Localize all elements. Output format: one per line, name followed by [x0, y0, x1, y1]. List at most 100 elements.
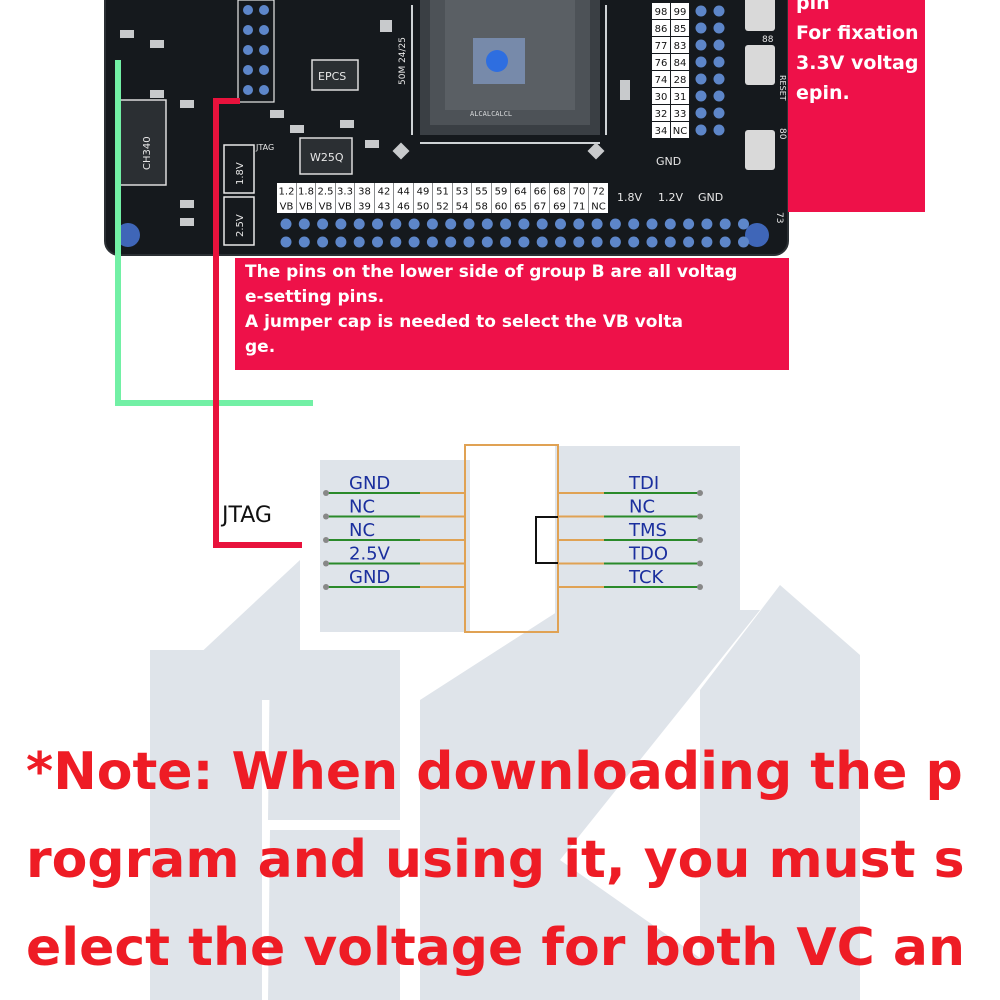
board-label-jtag: JTAG	[255, 143, 274, 152]
header-pin	[609, 236, 621, 248]
pin-label-cell	[355, 183, 374, 198]
right-header-cell	[671, 88, 689, 104]
pin-label-cell	[413, 198, 433, 213]
board-label-2v5: 2.5V	[235, 214, 246, 237]
pin-label-cell	[472, 183, 491, 198]
board-label-osc: 50M 24/25	[398, 37, 408, 85]
header-pin	[695, 22, 707, 34]
header-pin	[713, 73, 725, 85]
chip-ch340: CH340	[117, 99, 167, 186]
pin-label: 3.3	[337, 187, 353, 198]
watermark-shape	[420, 610, 760, 1000]
jtag-pin-label-right: TMS	[628, 520, 667, 541]
pin-end	[697, 537, 703, 543]
header-pin	[713, 39, 725, 51]
header-pin	[408, 218, 420, 230]
board-side-number: 80	[777, 128, 787, 140]
header-pin	[664, 218, 676, 230]
board-label-reset: RESET	[778, 75, 787, 101]
header-pin	[372, 236, 383, 248]
pin-label-cell	[530, 183, 550, 198]
header-pin	[573, 218, 585, 230]
right-header-cell	[652, 88, 670, 104]
pin-label-cell	[452, 198, 472, 213]
pin-label-cell	[491, 183, 511, 198]
pin-end	[323, 513, 329, 520]
header-pin	[335, 236, 347, 248]
right-header-cell	[671, 71, 689, 87]
right-header-cell	[671, 37, 689, 53]
header-pin	[353, 218, 365, 230]
pin-label-cell	[589, 183, 608, 198]
pin-label: 65	[514, 202, 527, 213]
header-pin	[719, 236, 731, 248]
pin-label-cell	[550, 183, 569, 198]
watermark-shape	[268, 830, 400, 1000]
header-pin	[646, 218, 658, 230]
header-pin	[298, 218, 310, 230]
right-header-cell	[671, 3, 689, 19]
right-header-label: 84	[674, 58, 687, 69]
header-pin	[719, 218, 731, 230]
header-pin	[372, 218, 383, 230]
pin-label-cell	[472, 198, 491, 213]
pin-label: 60	[495, 202, 508, 213]
pin-label: 54	[456, 202, 469, 213]
jtag-pin-label-right: TDO	[628, 544, 668, 565]
header-pin	[463, 236, 475, 248]
pin-label: 51	[436, 187, 449, 198]
callout-line: For fixation	[796, 22, 919, 44]
callout-line: epin.	[796, 82, 850, 104]
chip-label: CH340	[142, 136, 153, 170]
right-header-label: 74	[655, 75, 668, 86]
header-pin	[738, 218, 749, 230]
jtag-pin-label-right: NC	[629, 497, 655, 518]
callout-group-b-voltage: The pins on the lower side of group B ar…	[235, 258, 789, 370]
pin-label: 1.8	[298, 187, 314, 198]
board-button	[745, 45, 775, 85]
board-label-1v2: 1.2V	[658, 191, 683, 204]
mounting-hole	[116, 223, 140, 247]
pin-label: 50	[417, 202, 430, 213]
pin-label: 52	[436, 202, 449, 213]
pin-label: VB	[299, 202, 313, 213]
right-header-label: 99	[674, 7, 687, 18]
header-pin	[353, 236, 365, 248]
jtag-pin-label-right: TDI	[628, 473, 659, 494]
chip-w25q: W25Q	[299, 137, 353, 175]
pin-label: VB	[280, 202, 294, 213]
pin-label: 1.2	[279, 187, 295, 198]
pin-label-cell	[394, 198, 413, 213]
pin-label: 49	[417, 187, 430, 198]
header-pin	[280, 236, 292, 248]
right-header-label: 83	[674, 41, 687, 52]
pin-label: 70	[573, 187, 586, 198]
pin-label-cell	[530, 198, 550, 213]
note-text: *Note: When downloading the p rogram and…	[26, 728, 1000, 992]
callout-line: A jumper cap is needed to select the VB …	[245, 312, 683, 332]
watermark-shape	[268, 650, 400, 820]
header-pin-rows	[280, 218, 749, 248]
header-pin	[445, 236, 457, 248]
pin-label-cell	[569, 183, 589, 198]
callout-fixation-3v3: pin For fixation 3.3V voltag epin.	[788, 0, 925, 212]
watermark-logo	[150, 446, 860, 1000]
jtag-label: JTAG	[222, 503, 272, 528]
right-header-cell	[671, 20, 689, 36]
pin-label: 42	[378, 187, 391, 198]
header-pin	[628, 236, 640, 248]
pin-label: 39	[358, 202, 371, 213]
header-pin	[701, 218, 713, 230]
board-label-gnd-1: GND	[656, 155, 681, 168]
watermark-shape	[150, 650, 262, 1000]
pin-label: 69	[553, 202, 566, 213]
chip-center-dot	[486, 50, 508, 72]
pin-label-cell	[491, 198, 511, 213]
pin-label: 38	[358, 187, 371, 198]
header-pin	[280, 218, 292, 230]
right-header-label: 32	[655, 109, 668, 120]
header-pin	[664, 236, 676, 248]
pin-end	[323, 537, 329, 543]
